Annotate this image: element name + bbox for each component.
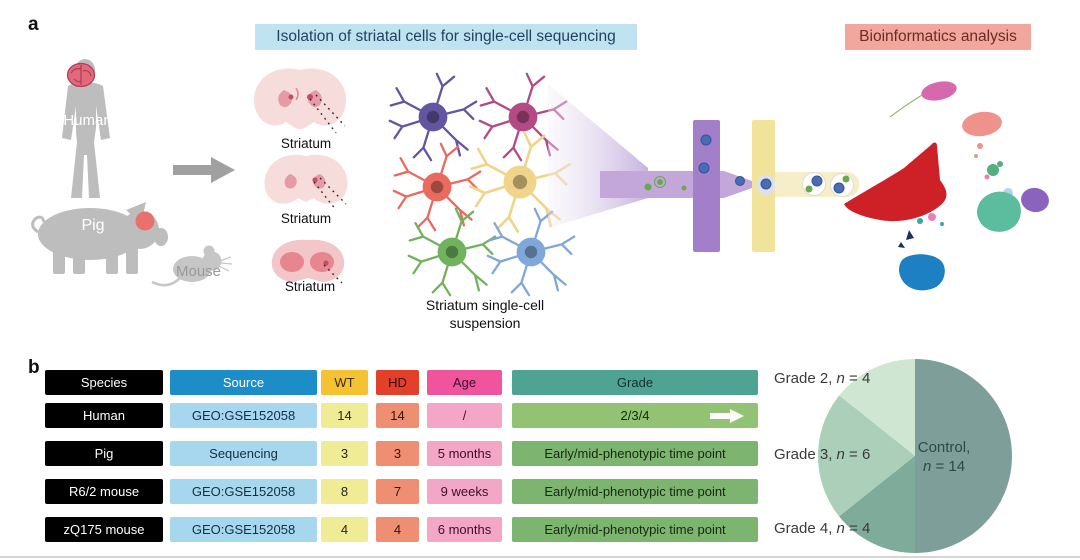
- cell-age: 6 months: [427, 517, 502, 542]
- bottom-divider: [0, 556, 1080, 558]
- cell-grade: Early/mid-phenotypic time point: [512, 441, 758, 466]
- cell-wt: 8: [321, 479, 368, 504]
- bioinformatics-title: Bioinformatics analysis: [845, 24, 1031, 50]
- table-header-row: Species Source WT HD Age Grade: [45, 370, 758, 395]
- grade-arrow-icon: [710, 409, 744, 423]
- suspension-label: Striatum single-cell suspension: [425, 297, 545, 331]
- header-source: Source: [170, 370, 317, 395]
- striatum-label-human: Striatum: [280, 136, 332, 151]
- umap-cluster-magenta: [921, 81, 957, 101]
- cell-species: Pig: [45, 441, 163, 466]
- microfluidic-device: [600, 120, 860, 252]
- oil-channel-purple: [693, 120, 720, 252]
- cell-species: Human: [45, 403, 163, 428]
- cell-wt: 14: [321, 403, 368, 428]
- cell-source: GEO:GSE152058: [170, 517, 317, 542]
- table-row-r62-mouse: R6/2 mouse GEO:GSE152058 8 7 9 weeks Ear…: [45, 479, 758, 504]
- umap-cluster-salmon: [962, 111, 1002, 137]
- cell-hd: 3: [376, 441, 419, 466]
- striatum-label-pig: Striatum: [280, 211, 332, 226]
- umap-cluster-blue: [899, 254, 945, 291]
- table-row-human: Human GEO:GSE152058 14 14 / 2/3/4: [45, 403, 758, 428]
- cell-grade: Early/mid-phenotypic time point: [512, 479, 758, 504]
- panel-a-label: a: [28, 14, 39, 35]
- table-row-pig: Pig Sequencing 3 3 5 months Early/mid-ph…: [45, 441, 758, 466]
- table-row-zq175-mouse: zQ175 mouse GEO:GSE152058 4 4 6 months E…: [45, 517, 758, 542]
- study-table: Species Source WT HD Age Grade Human GEO…: [45, 370, 758, 555]
- panel-b-label: b: [28, 357, 40, 378]
- mouse-label: Mouse: [176, 263, 222, 280]
- pig-label: Pig: [81, 217, 105, 234]
- human-brain-section: [254, 68, 346, 134]
- cell-source: Sequencing: [170, 441, 317, 466]
- header-hd: HD: [376, 370, 419, 395]
- umap-cluster-purple: [1021, 187, 1049, 213]
- pie-label-grade3: Grade 3, n = 6: [774, 446, 871, 463]
- header-grade: Grade: [512, 370, 758, 395]
- isolation-title: Isolation of striatal cells for single-c…: [255, 24, 637, 50]
- umap-cluster-red: [844, 142, 947, 222]
- cell-age: /: [427, 403, 502, 428]
- cell-age: 5 months: [427, 441, 502, 466]
- mouse-silhouette-icon: [151, 245, 233, 287]
- pie-label-grade4: Grade 4, n = 4: [774, 520, 871, 537]
- umap-clusters: [844, 81, 1049, 291]
- grade-pie-chart: [818, 359, 1012, 553]
- pig-brain-section: [264, 154, 348, 211]
- pie-label-grade2: Grade 2, n = 4: [774, 370, 871, 387]
- cell-hd: 7: [376, 479, 419, 504]
- cell-source: GEO:GSE152058: [170, 403, 317, 428]
- pie-control-label: Control, n = 14: [917, 439, 971, 475]
- header-age: Age: [427, 370, 502, 395]
- cell-wt: 3: [321, 441, 368, 466]
- striatum-label-mouse: Striatum: [284, 279, 336, 294]
- cell-hd: 4: [376, 517, 419, 542]
- cell-hd: 14: [376, 403, 419, 428]
- brain-icon: [66, 62, 96, 88]
- human-label: Human: [63, 112, 112, 129]
- umap-cluster-teal: [977, 191, 1021, 232]
- cell-wt: 4: [321, 517, 368, 542]
- header-species: Species: [45, 370, 163, 395]
- flow-arrow-icon: [173, 157, 235, 183]
- cell-grade: 2/3/4: [512, 403, 758, 428]
- cell-source: GEO:GSE152058: [170, 479, 317, 504]
- cell-grade: Early/mid-phenotypic time point: [512, 517, 758, 542]
- header-wt: WT: [321, 370, 368, 395]
- mouse-brain-section: [271, 239, 345, 284]
- cell-species: R6/2 mouse: [45, 479, 163, 504]
- cell-age: 9 weeks: [427, 479, 502, 504]
- cell-species: zQ175 mouse: [45, 517, 163, 542]
- grade-value: 2/3/4: [620, 408, 650, 423]
- pig-silhouette-icon: [31, 202, 168, 274]
